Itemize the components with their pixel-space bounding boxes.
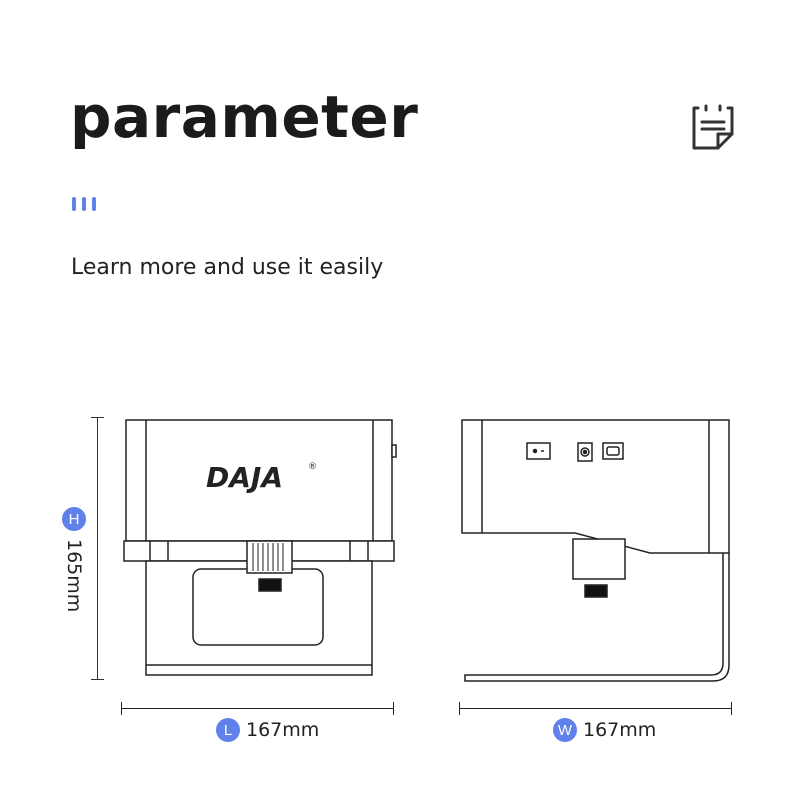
length-label: L 167mm	[216, 718, 319, 742]
length-value: 167mm	[246, 719, 320, 741]
svg-text:®: ®	[308, 462, 317, 472]
height-label: H 165mm	[62, 507, 86, 612]
height-value: 165mm	[63, 539, 85, 613]
width-badge: W	[553, 718, 577, 742]
side-view-drawing	[461, 419, 730, 682]
accent-bars	[72, 197, 96, 211]
svg-text:DAJA: DAJA	[206, 461, 283, 494]
width-label: W 167mm	[553, 718, 656, 742]
subtitle: Learn more and use it easily	[71, 255, 384, 280]
front-view-drawing: DAJA ®	[123, 419, 397, 676]
page-title: parameter	[70, 83, 419, 151]
width-value: 167mm	[583, 719, 657, 741]
height-badge: H	[62, 507, 86, 531]
width-dimension-line	[459, 702, 732, 715]
height-dimension-line	[91, 417, 104, 680]
length-badge: L	[216, 718, 240, 742]
note-icon	[692, 104, 734, 150]
length-dimension-line	[121, 702, 394, 715]
